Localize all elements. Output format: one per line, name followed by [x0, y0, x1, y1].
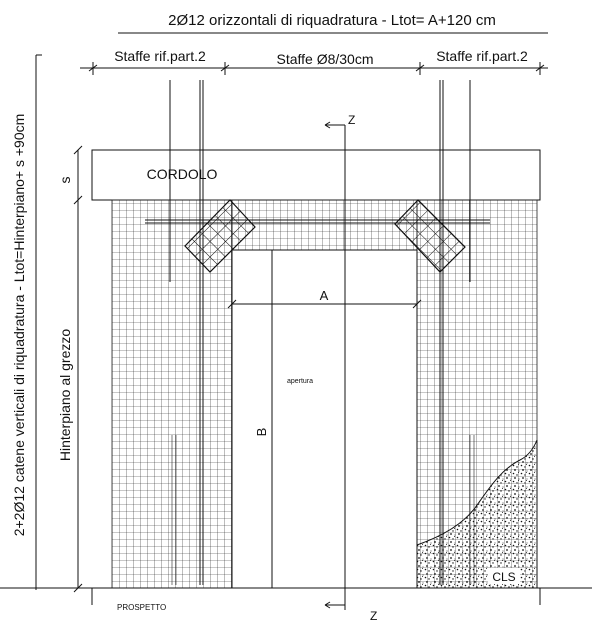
apertura-label: apertura — [287, 378, 313, 385]
z-top-label: Z — [348, 113, 355, 127]
staffe-right-label: Staffe rif.part.2 — [436, 48, 528, 64]
cordolo-beam: CORDOLO — [91, 149, 541, 201]
section-line-z: Z Z — [324, 113, 377, 623]
s-label: s — [57, 177, 73, 184]
left-vertical-dimension: 2+2Ø12 catene verticali di riquadratura … — [11, 54, 42, 590]
opening: apertura — [231, 249, 418, 589]
hinterpiano-label: Hinterpiano al grezzo — [57, 329, 73, 462]
vertical-bars — [169, 80, 475, 585]
dimension-b: B — [254, 250, 273, 588]
staffe-dimension: Staffe rif.part.2 Staffe Ø8/30cm Staffe … — [80, 48, 548, 75]
cls-label: CLS — [492, 570, 515, 584]
z-bottom-label: Z — [370, 609, 377, 623]
a-label: A — [320, 288, 329, 303]
staffe-center-label: Staffe Ø8/30cm — [276, 51, 373, 67]
staffe-left-label: Staffe rif.part.2 — [114, 48, 206, 64]
dimension-a: A — [227, 288, 422, 309]
top-title: 2Ø12 orizzontali di riquadratura - Ltot=… — [168, 12, 496, 29]
s-dimension: s — [57, 145, 83, 205]
left-title: 2+2Ø12 catene verticali di riquadratura … — [11, 114, 27, 537]
top-dimension: 2Ø12 orizzontali di riquadratura - Ltot=… — [118, 12, 548, 34]
b-label: B — [254, 428, 269, 437]
cls-concrete: CLS — [416, 439, 538, 589]
prospetto-label: PROSPETTO — [117, 603, 166, 612]
hinterpiano-dimension: Hinterpiano al grezzo — [57, 200, 83, 593]
cordolo-label: CORDOLO — [147, 166, 218, 182]
